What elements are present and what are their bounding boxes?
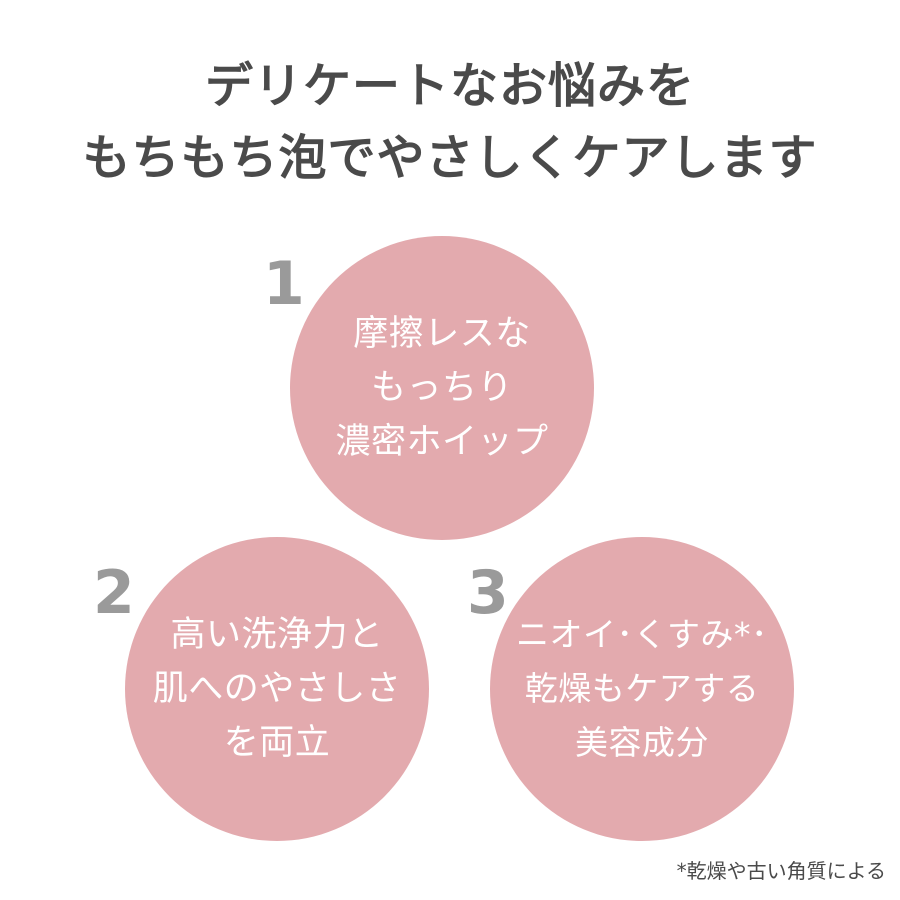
headline-line-1: デリケートなお悩みを — [204, 58, 695, 114]
feature-circle-1: 摩擦レスな もっちり 濃密ホイップ — [290, 236, 594, 540]
feature-number-2: 2 — [93, 558, 135, 628]
footnote: *乾燥や古い角質による — [676, 859, 886, 883]
feature-number-3: 3 — [467, 558, 509, 628]
feature-number-1: 1 — [263, 249, 305, 319]
feature-3-line-1: ニオイ･くすみ*･ — [516, 615, 768, 654]
feature-1-line-3: 濃密ホイップ — [335, 422, 549, 462]
feature-circle-3: ニオイ･くすみ*･ 乾燥もケアする 美容成分 — [490, 537, 794, 841]
feature-1-line-2: もっちり — [370, 368, 513, 408]
feature-1-line-1: 摩擦レスな — [353, 314, 531, 354]
feature-3-line-3: 美容成分 — [575, 723, 709, 762]
feature-2-line-1: 高い洗浄力と — [170, 615, 384, 655]
feature-2-line-2: 肌へのやさしさ — [152, 669, 402, 709]
feature-2-line-3: を両立 — [223, 723, 331, 763]
feature-3-line-2: 乾燥もケアする — [524, 669, 760, 708]
headline-line-2: もちもち泡でやさしくケアします — [82, 130, 818, 186]
feature-circle-2: 高い洗浄力と 肌へのやさしさ を両立 — [125, 537, 429, 841]
